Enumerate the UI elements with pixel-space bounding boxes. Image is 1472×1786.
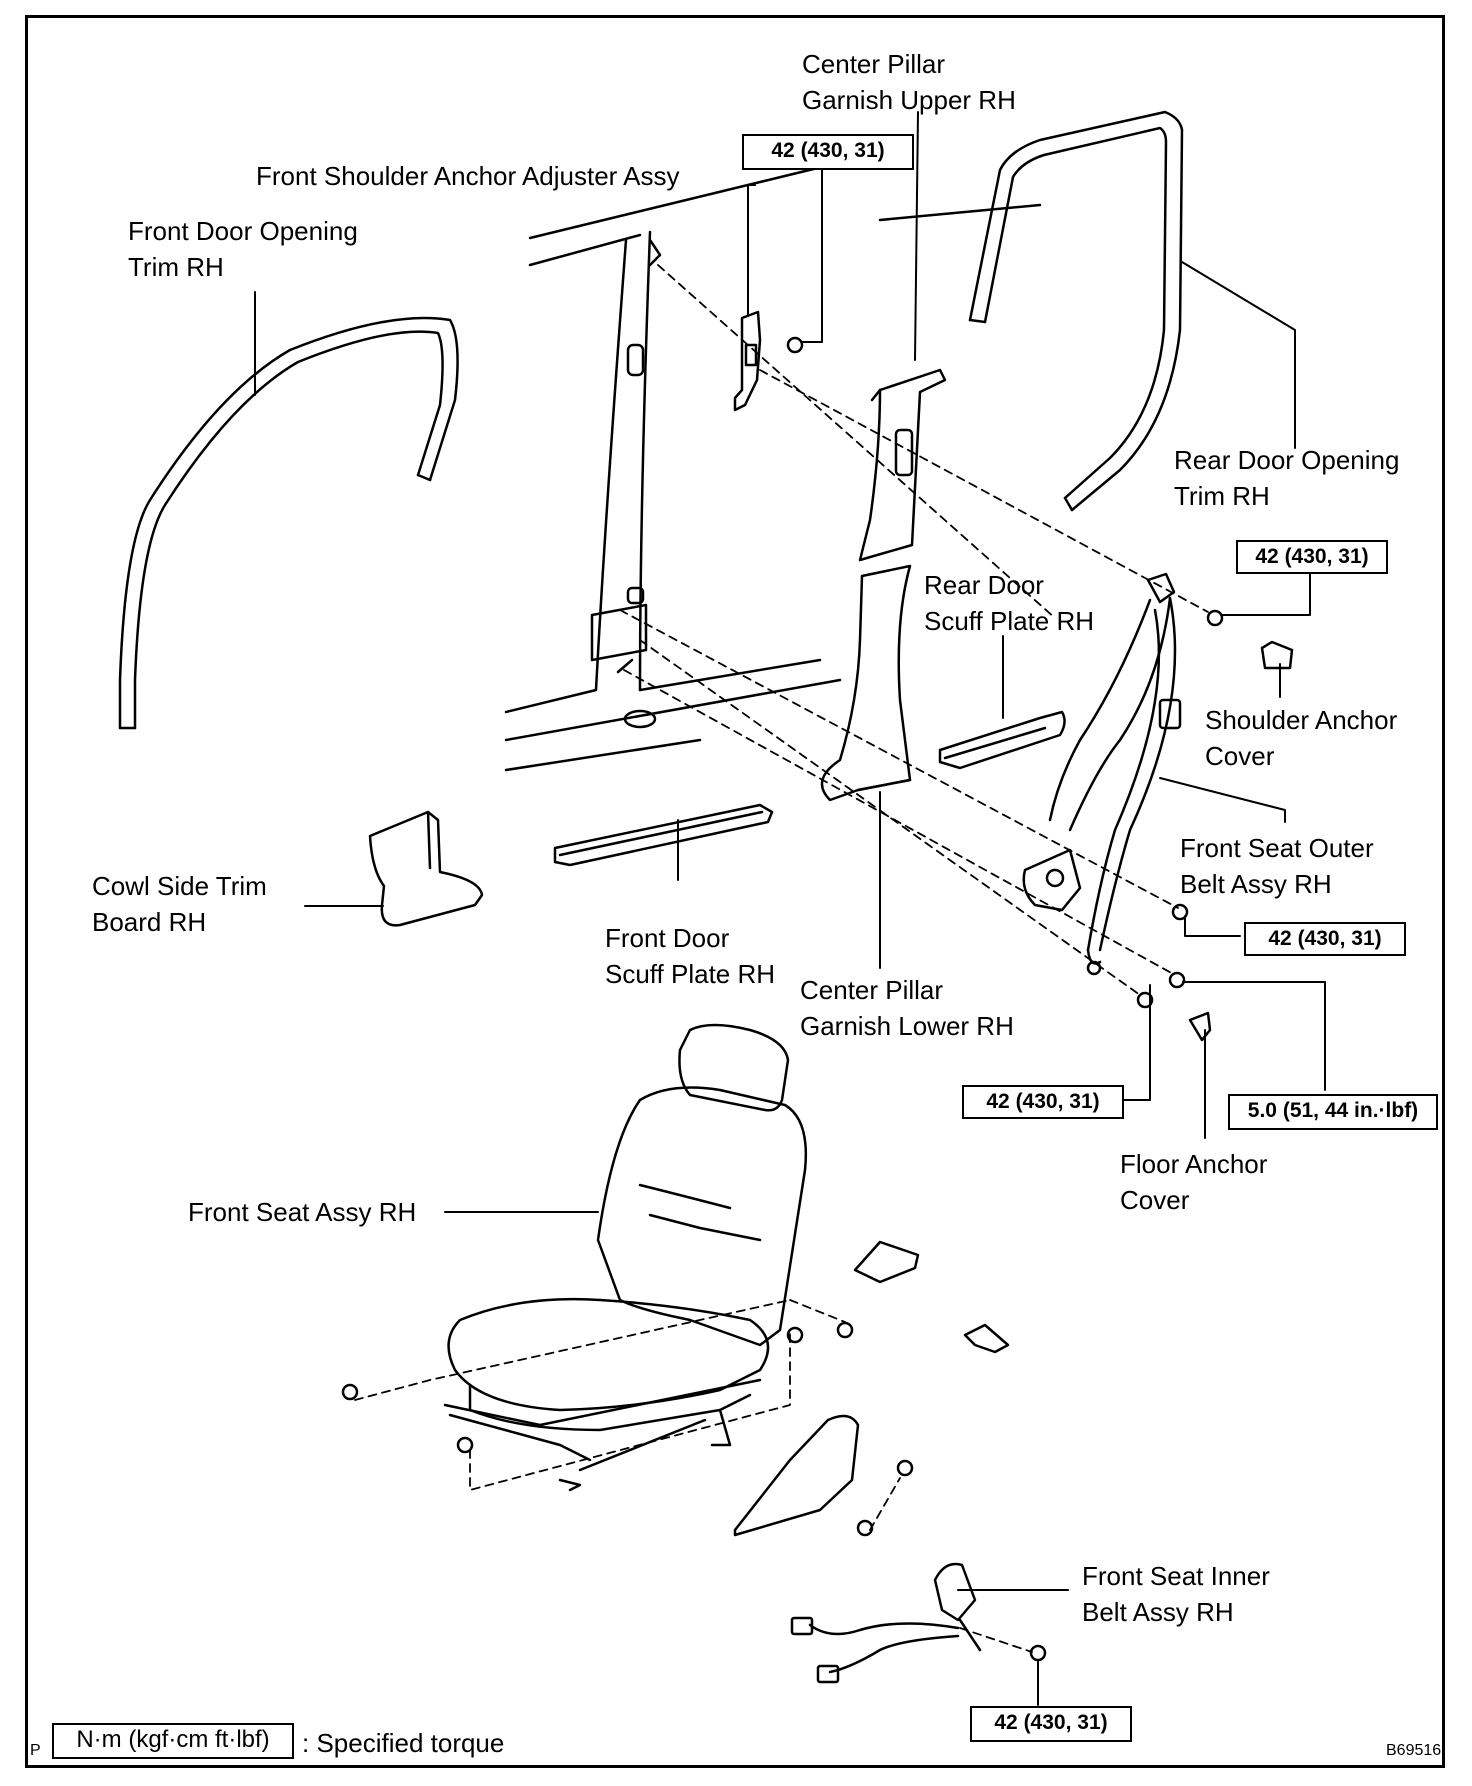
- figure-id: B69516: [1386, 1742, 1442, 1759]
- shoulder-anchor-cover: [1260, 640, 1294, 670]
- label-center-pillar-lower-line1: Center Pillar: [800, 975, 944, 1005]
- torque-adjuster-bolt: 42 (430, 31): [742, 134, 914, 170]
- seat-trim-parts: [733, 1240, 1010, 1537]
- leader-lines: [254, 111, 1326, 1706]
- label-front-door-opening-trim-line2: Trim RH: [128, 252, 224, 282]
- label-front-seat-inner-belt-line2: Belt Assy RH: [1082, 1597, 1234, 1627]
- legend-description: : Specified torque: [302, 1728, 505, 1758]
- torque-small-bolt: 5.0 (51, 44 in.·lbf): [1228, 1094, 1438, 1130]
- front-seat-inner-belt: [790, 1562, 982, 1684]
- torque-inner-belt-bolt: 42 (430, 31): [970, 1706, 1132, 1742]
- front-door-opening-trim: [118, 316, 459, 730]
- label-rear-door-opening-trim-line1: Rear Door Opening: [1174, 445, 1400, 475]
- label-rear-door-scuff-plate-line2: Scuff Plate RH: [924, 606, 1095, 636]
- front-seat-assy: [443, 1023, 807, 1492]
- alignment-dashed-lines: [354, 264, 1209, 1653]
- label-center-pillar-upper-line2: Garnish Upper RH: [802, 85, 1016, 115]
- label-rear-door-scuff-plate-line1: Rear Door: [924, 570, 1044, 600]
- label-floor-anchor-cover-line2: Cover: [1120, 1185, 1190, 1215]
- diagram-frame: [25, 15, 1445, 1768]
- label-front-shoulder-anchor-adjuster: Front Shoulder Anchor Adjuster Assy: [256, 161, 680, 191]
- front-door-scuff-plate: [553, 803, 774, 867]
- label-floor-anchor-cover-line1: Floor Anchor: [1120, 1149, 1268, 1179]
- label-front-seat-outer-belt-line1: Front Seat Outer: [1180, 833, 1374, 863]
- corner-mark-left: P: [30, 1742, 41, 1759]
- label-front-door-opening-trim-line1: Front Door Opening: [128, 216, 358, 246]
- torque-floor-anchor-bolt: 42 (430, 31): [962, 1085, 1124, 1119]
- label-shoulder-anchor-cover-line1: Shoulder Anchor: [1205, 705, 1398, 735]
- label-center-pillar-upper-line1: Center Pillar: [802, 49, 946, 79]
- label-front-seat-inner-belt-line1: Front Seat Inner: [1082, 1561, 1270, 1591]
- body-panel-outline: [504, 163, 1042, 772]
- label-center-pillar-lower-line2: Garnish Lower RH: [800, 1011, 1014, 1041]
- cowl-side-trim-board: [368, 810, 484, 927]
- center-pillar-garnish-upper: [858, 368, 947, 562]
- legend-unit-box: N·m (kgf·cm ft·lbf): [52, 1723, 294, 1759]
- label-cowl-side-trim-line2: Board RH: [92, 907, 207, 937]
- label-front-seat-outer-belt-line2: Belt Assy RH: [1180, 869, 1332, 899]
- label-front-door-scuff-plate-line2: Scuff Plate RH: [605, 959, 776, 989]
- label-front-door-scuff-plate-line1: Front Door: [605, 923, 730, 953]
- torque-outer-belt-retractor-bolt: 42 (430, 31): [1244, 922, 1406, 956]
- label-shoulder-anchor-cover-line2: Cover: [1205, 741, 1275, 771]
- rear-door-opening-trim: [968, 110, 1184, 512]
- label-rear-door-opening-trim-line2: Trim RH: [1174, 481, 1270, 511]
- rear-door-scuff-plate: [938, 710, 1066, 770]
- bolts: [341, 336, 1224, 1662]
- floor-anchor-cover: [1188, 1011, 1212, 1042]
- label-cowl-side-trim-line1: Cowl Side Trim: [92, 871, 267, 901]
- torque-shoulder-anchor-bolt: 42 (430, 31): [1236, 540, 1388, 574]
- front-seat-outer-belt: [1022, 572, 1182, 976]
- front-shoulder-anchor-adjuster: [733, 310, 762, 412]
- center-pillar-garnish-lower: [820, 564, 912, 802]
- label-front-seat-assy: Front Seat Assy RH: [188, 1197, 417, 1227]
